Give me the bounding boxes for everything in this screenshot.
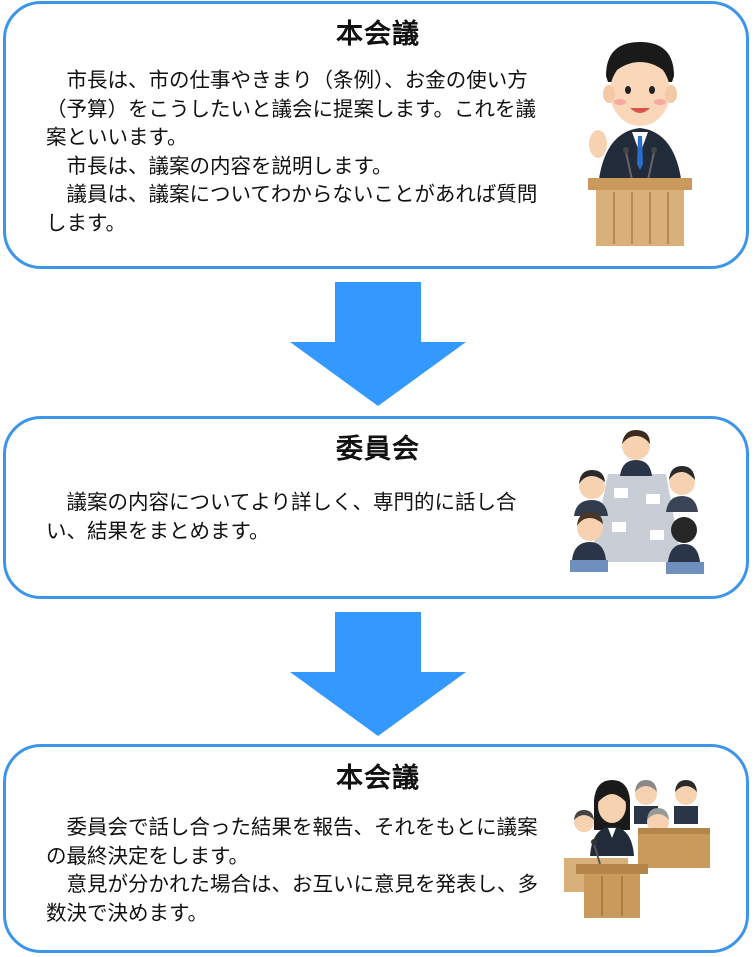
paragraph: 委員会で話し合った結果を報告、それをもとに議案の最終決定をします。	[46, 815, 538, 868]
paragraph: 市長は、議案の内容を説明します。	[66, 153, 393, 178]
down-arrow-icon	[290, 282, 466, 406]
step-title: 委員会	[336, 434, 420, 465]
paragraph: 市長は、市の仕事やきまり（条例）、お金の使い方（予算）をこうしたいと議会に提案し…	[46, 68, 536, 149]
step-description: 議案の内容についてより詳しく、専門的に話し合い、結果をまとめます。	[46, 488, 532, 545]
step-description: 委員会で話し合った結果を報告、それをもとに議案の最終決定をします。 意見が分かれ…	[46, 813, 546, 927]
step-box-plenary-2	[3, 744, 749, 953]
step-title: 本会議	[336, 763, 420, 794]
paragraph: 議案の内容についてより詳しく、専門的に話し合い、結果をまとめます。	[46, 490, 517, 543]
down-arrow-icon	[290, 612, 466, 736]
committee-meeting-illustration	[570, 430, 704, 574]
paragraph: 議員は、議案についてわからないことがあれば質問します。	[46, 182, 538, 235]
assembly-vote-illustration	[564, 780, 710, 918]
step-title: 本会議	[336, 19, 420, 50]
step-description: 市長は、市の仕事やきまり（条例）、お金の使い方（予算）をこうしたいと議会に提案し…	[46, 66, 546, 237]
paragraph: 意見が分かれた場合は、お互いに意見を発表し、多数決で決めます。	[46, 872, 538, 925]
mayor-at-podium-illustration	[588, 42, 692, 246]
